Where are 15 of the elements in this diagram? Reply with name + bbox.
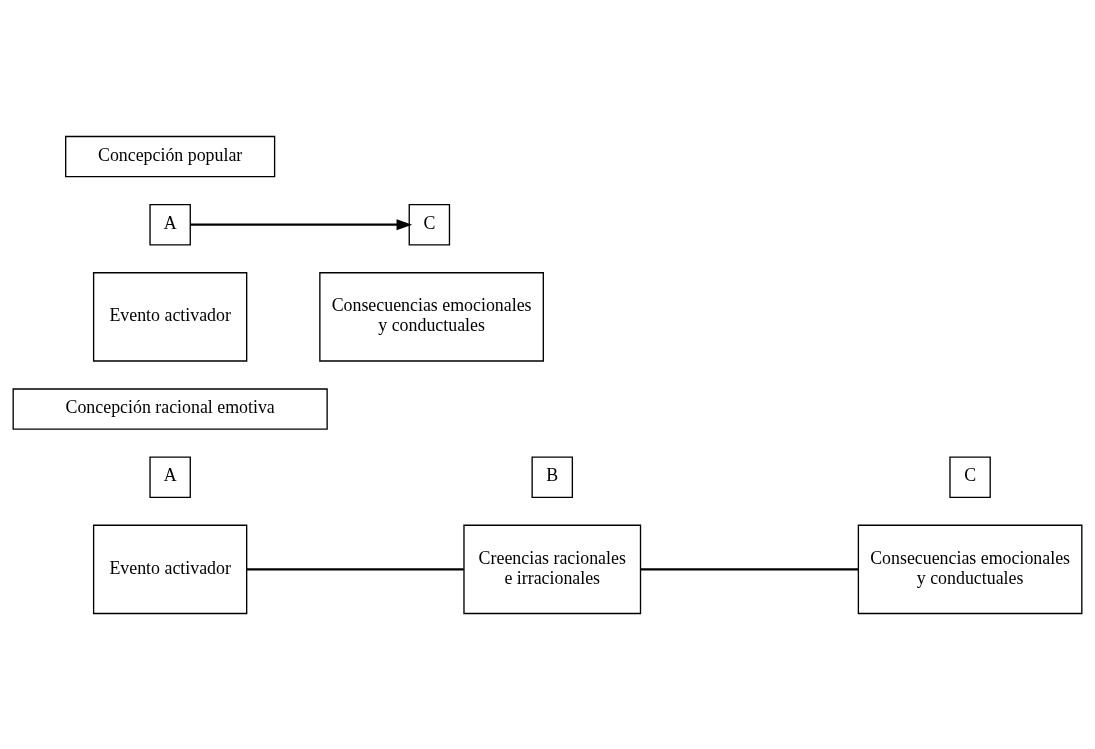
connector: [640, 567, 859, 570]
connector: [247, 567, 464, 570]
node-box: Consecuencias emocionales y conductuales: [319, 271, 544, 362]
arrow: [190, 218, 413, 230]
node-box: Evento activador: [92, 524, 248, 614]
node-box: Concepción popular: [65, 135, 276, 177]
node-box: B: [531, 455, 574, 498]
node-box: A: [149, 455, 191, 498]
node-box: Consecuencias emocionales y conductuales: [857, 524, 1083, 614]
node-box: C: [408, 203, 451, 245]
node-box: Concepción racional emotiva: [12, 387, 328, 430]
node-box: Evento activador: [92, 271, 248, 362]
node-box: A: [149, 203, 191, 245]
node-box: Creencias racionales e irracionales: [463, 524, 642, 614]
node-box: C: [949, 455, 991, 498]
